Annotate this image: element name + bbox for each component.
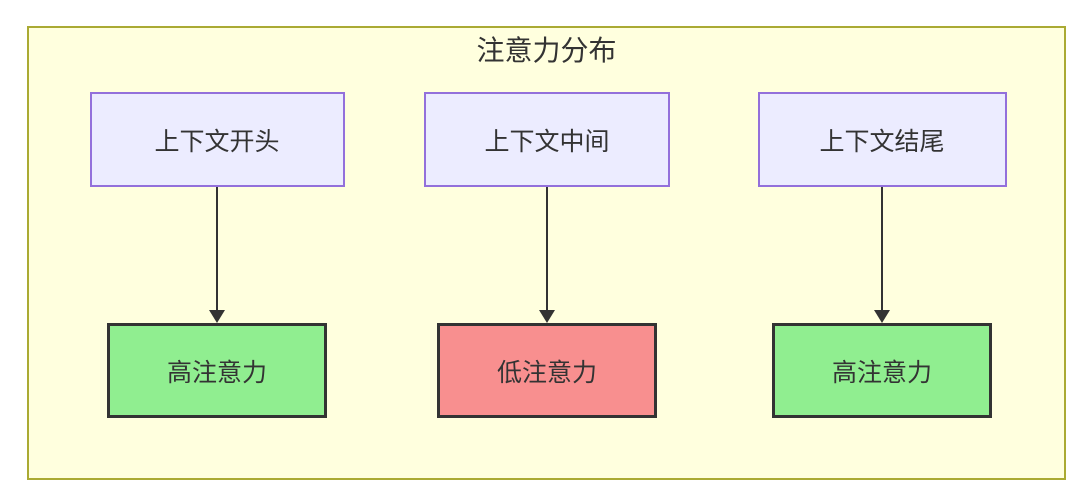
flow-column-middle: 上下文中间 低注意力 [407,92,687,418]
arrowhead-icon [209,310,225,323]
diagram-title: 注意力分布 [476,35,617,66]
arrowhead-icon [539,310,555,323]
arrow-shaft [216,187,218,310]
node-context-start: 上下文开头 [89,92,345,187]
flow-column-start: 上下文开头 高注意力 [77,92,357,418]
diagram-container: 注意力分布 上下文开头 高注意力 上下文中间 低注意力 上下文结尾 高注意力 [27,26,1066,480]
arrow-connector [539,187,555,323]
node-context-middle: 上下文中间 [424,92,670,187]
node-attention-start: 高注意力 [107,323,327,418]
arrow-connector [874,187,890,323]
arrowhead-icon [874,310,890,323]
flow-column-end: 上下文结尾 高注意力 [742,92,1022,418]
node-attention-end: 高注意力 [772,323,992,418]
node-attention-middle: 低注意力 [437,323,657,418]
arrow-connector [209,187,225,323]
arrow-shaft [546,187,548,310]
arrow-shaft [881,187,883,310]
node-context-end: 上下文结尾 [757,92,1007,187]
